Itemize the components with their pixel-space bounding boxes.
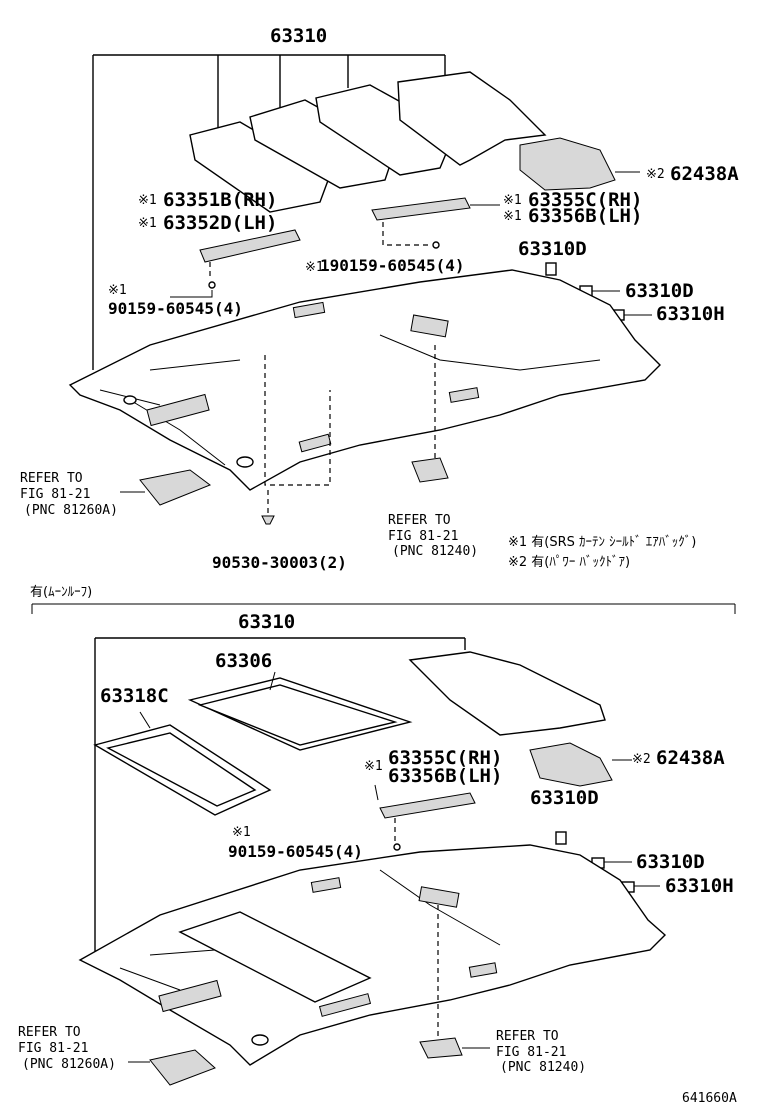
lower-clip-d2-label: 63310D	[636, 851, 705, 873]
upper-screw-left-prefix: ※1	[108, 283, 127, 298]
upper-clip-h-label: 63310H	[656, 303, 725, 325]
lower-ref-right-2: FIG 81-21	[496, 1045, 566, 1060]
weatherstrip-label: 63318C	[100, 685, 169, 707]
mark-1c: ※1	[503, 193, 522, 208]
mark-1f: ※1	[364, 759, 383, 774]
lower-headliner-shape	[78, 844, 667, 1066]
lower-left-lamp-shape	[149, 1049, 216, 1086]
mark-1a: ※1	[138, 193, 157, 208]
upper-ref-center-1: REFER TO	[388, 513, 451, 528]
lower-insulation-pad	[408, 651, 606, 736]
upper-ref-left-1: REFER TO	[20, 471, 83, 486]
upper-mat-label: 62438A	[670, 163, 739, 185]
upper-screw-left-label: 90159-60545(4)	[108, 299, 243, 318]
mark-2b: ※2	[632, 752, 651, 767]
lower-screw-label: 90159-60545(4)	[228, 842, 363, 861]
lower-mat-shape	[529, 742, 613, 787]
lower-ref-right-1: REFER TO	[496, 1029, 559, 1044]
mark-1d: ※1	[503, 209, 522, 224]
upper-bracket-lh2-label: 63356B(LH)	[528, 205, 642, 227]
upper-clip-d2-label: 63310D	[625, 280, 694, 302]
upper-ref-left-3: (PNC 81260A)	[24, 503, 118, 518]
upper-bracket-rh2-label: 63355C(RH)	[528, 189, 642, 211]
lower-screw-prefix: ※1	[232, 825, 251, 840]
mark-1b: ※1	[138, 216, 157, 231]
upper-fastener-label: 90530-30003(2)	[212, 553, 347, 572]
upper-diagram	[68, 54, 661, 525]
lower-clip-h-label: 63310H	[665, 875, 734, 897]
upper-left-lamp-shape	[139, 469, 212, 506]
upper-clip-d1-label: 63310D	[518, 238, 587, 260]
upper-headliner-label: 63310	[270, 25, 327, 47]
insulation-pads	[189, 71, 547, 213]
lower-headliner-label: 63310	[238, 611, 295, 633]
mark-2a: ※2	[646, 167, 665, 182]
lower-ref-left-2: FIG 81-21	[18, 1041, 88, 1056]
bracket-right-shape	[371, 197, 471, 221]
upper-bracket-lh1-label: 63352D(LH)	[163, 212, 277, 234]
note-1: ※1 有(SRS ｶｰﾃﾝ ｼｰﾙﾄﾞ ｴｱﾊﾞｯｸﾞ)	[508, 535, 696, 550]
upper-bracket-rh1-label: 63351B(RH)	[163, 189, 277, 211]
sunshade-label: 63306	[215, 650, 272, 672]
section-label: 有(ﾑｰﾝﾙｰﾌ)	[30, 585, 92, 600]
upper-ref-center-3: (PNC 81240)	[392, 544, 478, 559]
lower-bracket-rh-label: 63355C(RH)	[388, 747, 502, 769]
lower-bracket-lh-label: 63356B(LH)	[388, 765, 502, 787]
lower-clip-d1-label: 63310D	[530, 787, 599, 809]
lower-ref-left-3: (PNC 81260A)	[22, 1057, 116, 1072]
upper-ref-center-2: FIG 81-21	[388, 529, 458, 544]
upper-ref-left-2: FIG 81-21	[20, 487, 90, 502]
upper-headliner-shape	[68, 269, 661, 491]
upper-screw-right-label: 190159-60545(4)	[320, 256, 465, 275]
figure-id: 641660A	[682, 1091, 737, 1106]
upper-center-lamp-shape	[411, 457, 449, 483]
lower-right-lamp-shape	[419, 1037, 463, 1059]
lower-ref-right-3: (PNC 81240)	[500, 1060, 586, 1075]
lower-bracket-shape	[379, 792, 476, 819]
bracket-left-shape	[199, 229, 301, 263]
lower-diagram	[78, 637, 667, 1086]
lower-ref-left-1: REFER TO	[18, 1025, 81, 1040]
lower-mat-label: 62438A	[656, 747, 725, 769]
mark-1e: ※1	[305, 260, 324, 275]
note-2: ※2 有(ﾊﾟﾜｰ ﾊﾞｯｸﾄﾞｱ)	[508, 555, 630, 570]
mat-62438a-shape	[519, 137, 616, 191]
